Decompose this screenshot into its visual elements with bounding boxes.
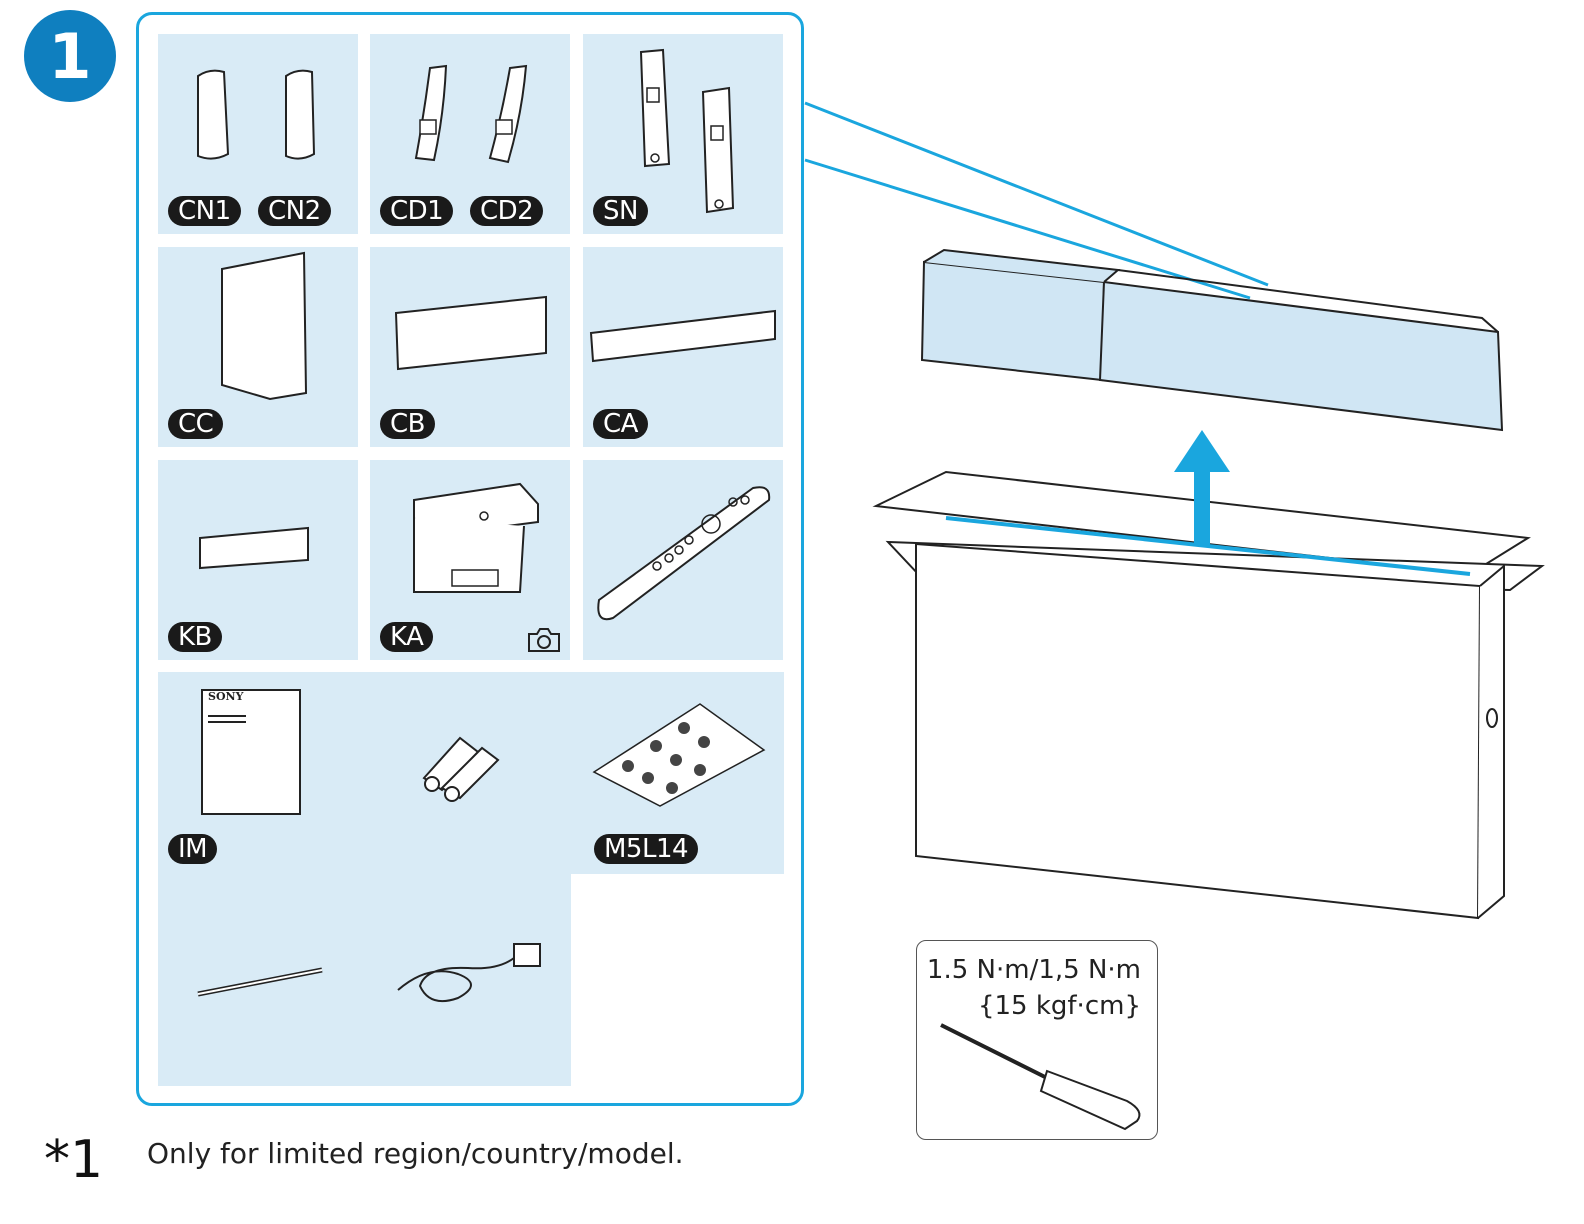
footnote-text: Only for limited region/country/model.: [147, 1137, 684, 1170]
torque-spec-box: 1.5 N·m/1,5 N·m {15 kgf·cm}: [916, 940, 1158, 1140]
footnote-marker: *1: [44, 1130, 103, 1190]
screwdriver-icon: [917, 941, 1159, 1141]
up-arrow-icon: [1170, 428, 1234, 548]
